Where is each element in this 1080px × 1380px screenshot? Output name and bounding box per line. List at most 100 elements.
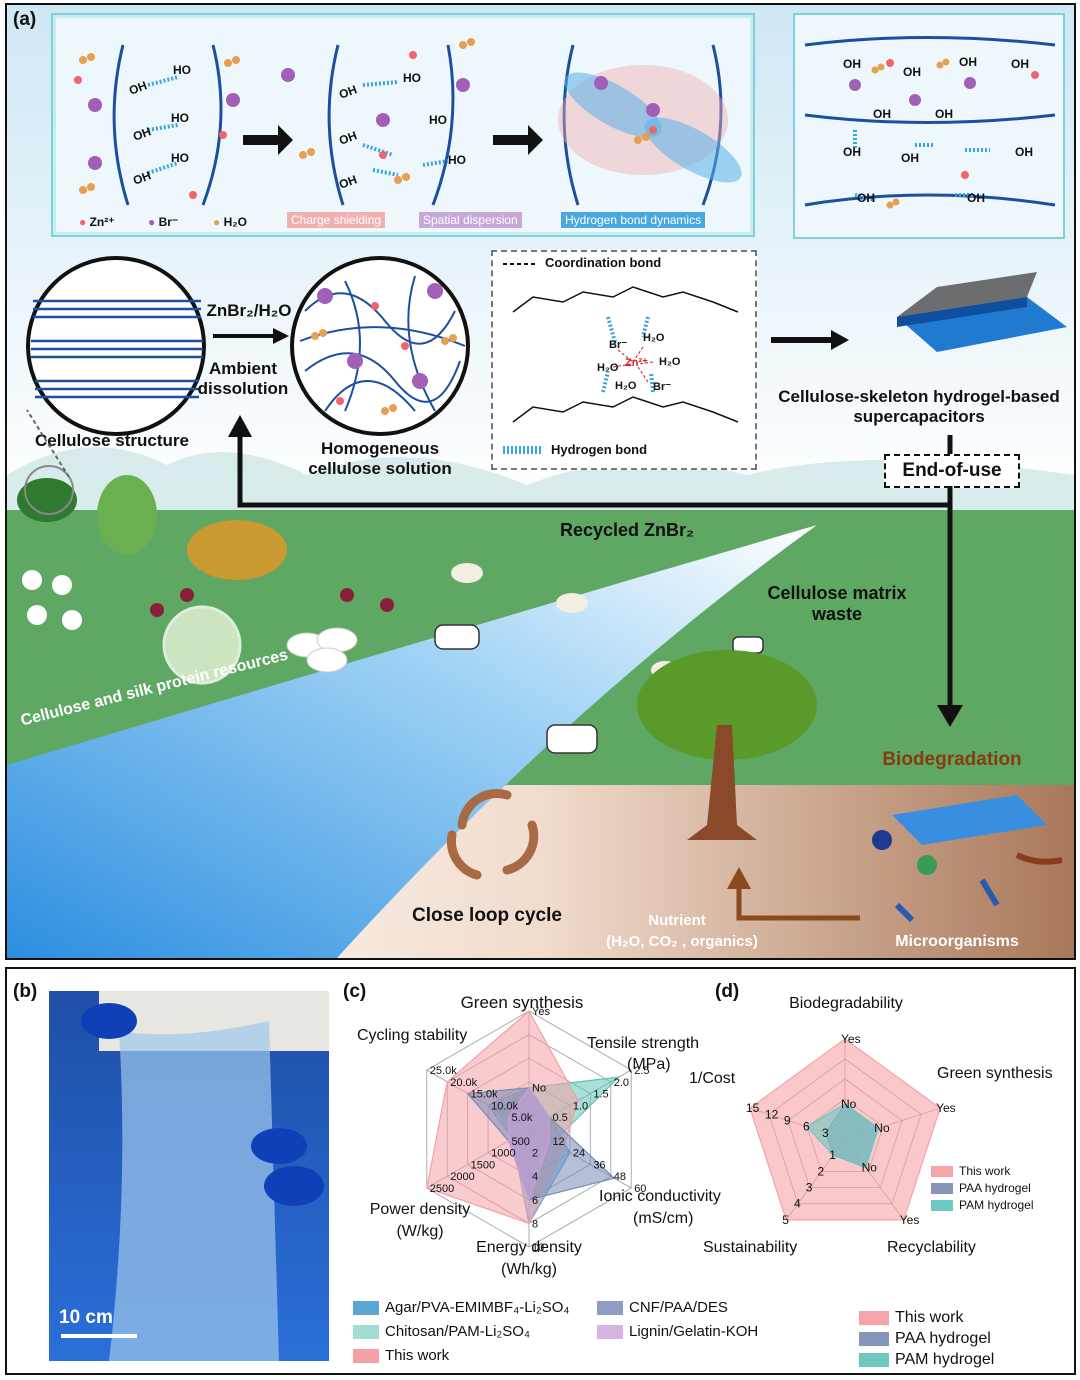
legend-c-agar-swatch <box>353 1301 379 1315</box>
radar-c-tick-label: 6 <box>532 1195 538 1207</box>
legend-c-cnf-text: CNF/PAA/DES <box>629 1299 728 1316</box>
legend-d-outer-this-work-swatch <box>859 1311 889 1325</box>
legend-d-inner-this-work: This work <box>931 1163 1033 1180</box>
axis-c-ionic: Ionic conductivity <box>599 1188 721 1206</box>
radar-d-tick-label: 3 <box>806 1181 813 1195</box>
legend-d-outer-paa-swatch <box>859 1332 889 1346</box>
axis-c-energy: Energy density <box>459 1239 599 1257</box>
radar-c-tick-label: 2500 <box>430 1183 454 1195</box>
radar-d-tick-label: No <box>874 1121 890 1135</box>
radar-c-tick-label: 500 <box>512 1136 530 1148</box>
microorganisms-label: Microorganisms <box>877 933 1037 951</box>
radar-c-tick-label: 5.0k <box>512 1112 533 1124</box>
legend-d-inner-paa-text: PAA hydrogel <box>959 1181 1031 1195</box>
biodegradation-label: Biodegradation <box>862 749 1042 771</box>
radar-c-tick-label: No <box>532 1083 546 1095</box>
panel-a: (a) OH HO OH HO OH HO HO HO <box>5 3 1076 960</box>
radar-c-tick-label: 4 <box>532 1171 538 1183</box>
radar-c-tick-label: 15.0k <box>471 1089 498 1101</box>
axis-d-sustainability: Sustainability <box>703 1239 797 1257</box>
axis-d-cost: 1/Cost <box>689 1070 735 1088</box>
radar-d-tick-label: Yes <box>900 1213 920 1227</box>
radar-c-tick-label: 36 <box>593 1159 605 1171</box>
legend-c-agar: Agar/PVA-EMIMBF₄-Li₂SO₄ <box>353 1299 570 1316</box>
radar-d-tick-label: Yes <box>936 1101 956 1115</box>
nutrient-label: Nutrient <box>617 912 737 929</box>
legend-c-lignin-swatch <box>597 1325 623 1339</box>
radar-d-tick-label: 9 <box>784 1113 791 1127</box>
bottom-panel: (b) 10 cm (c) NoYes0.51.01.52.02.5122436… <box>5 967 1076 1375</box>
axis-c-tensile-unit: (MPa) <box>627 1056 671 1074</box>
radar-d-tick-label: Yes <box>841 1032 861 1046</box>
legend-d-inner-this-work-swatch <box>931 1166 953 1177</box>
radar-c-tick-label: 2 <box>532 1148 538 1160</box>
radar-c-tick-label: 8 <box>532 1218 538 1230</box>
legend-d-inner-paa: PAA hydrogel <box>931 1180 1033 1197</box>
radar-d-tick-label: 4 <box>794 1197 801 1211</box>
legend-c-this-work: This work <box>353 1347 449 1364</box>
legend-c-this-work-swatch <box>353 1349 379 1363</box>
legend-d-inner-this-work-text: This work <box>959 1164 1010 1178</box>
legend-d-outer-this-work-text: This work <box>895 1309 963 1326</box>
legend-c-cnf: CNF/PAA/DES <box>597 1299 728 1316</box>
axis-c-green-synthesis: Green synthesis <box>437 993 607 1013</box>
legend-d-outer: This work PAA hydrogel PAM hydrogel <box>859 1307 994 1370</box>
legend-c-lignin-text: Lignin/Gelatin-KOH <box>629 1323 758 1340</box>
radar-c-tick-label: 12 <box>552 1136 564 1148</box>
close-loop-label: Close loop cycle <box>392 905 582 927</box>
panel-d-label: (d) <box>715 981 739 1003</box>
legend-d-inner: This work PAA hydrogel PAM hydrogel <box>931 1163 1033 1214</box>
nature-illustration <box>7 5 1074 958</box>
axis-c-power-unit: (W/kg) <box>355 1223 485 1241</box>
axis-c-power: Power density <box>355 1201 485 1219</box>
legend-d-outer-pam-swatch <box>859 1353 889 1367</box>
nutrient-detail-label: (H₂O, CO₂ , organics) <box>582 933 782 950</box>
axis-d-biodegradability: Biodegradability <box>771 995 921 1013</box>
radar-d-tick-label: No <box>862 1160 878 1174</box>
legend-c-lignin: Lignin/Gelatin-KOH <box>597 1323 758 1340</box>
legend-c-agar-text: Agar/PVA-EMIMBF₄-Li₂SO₄ <box>385 1299 570 1316</box>
radar-d-tick-label: 12 <box>765 1107 779 1121</box>
legend-d-outer-pam: PAM hydrogel <box>859 1349 994 1370</box>
radar-d-tick-label: 15 <box>746 1101 760 1115</box>
scale-bar-label: 10 cm <box>59 1307 113 1329</box>
radar-c-tick-label: 24 <box>573 1148 585 1160</box>
legend-c-chitosan-swatch <box>353 1325 379 1339</box>
axis-d-green-synthesis: Green synthesis <box>937 1065 1053 1083</box>
radar-c-tick-label: 1500 <box>471 1159 495 1171</box>
radar-c-tick-label: 25.0k <box>430 1065 457 1077</box>
panel-b-label: (b) <box>13 981 37 1003</box>
legend-d-inner-pam: PAM hydrogel <box>931 1197 1033 1214</box>
radar-c-tick-label: 1.0 <box>573 1100 588 1112</box>
legend-c-this-work-text: This work <box>385 1347 449 1364</box>
radar-c-tick-label: 1.5 <box>593 1089 608 1101</box>
legend-d-outer-paa: PAA hydrogel <box>859 1328 994 1349</box>
legend-d-outer-this-work: This work <box>859 1307 994 1328</box>
legend-d-outer-pam-text: PAM hydrogel <box>895 1351 994 1368</box>
radar-d-tick-label: 1 <box>829 1148 836 1162</box>
axis-d-recyclability: Recyclability <box>887 1239 976 1257</box>
radar-c-tick-label: 2000 <box>450 1171 474 1183</box>
hydrogel-photo <box>49 991 329 1361</box>
radar-c-tick-label: 1000 <box>491 1148 515 1160</box>
legend-c-chitosan-text: Chitosan/PAM-Li₂SO₄ <box>385 1323 530 1340</box>
radar-c-tick-label: 0.5 <box>552 1112 567 1124</box>
legend-c-chitosan: Chitosan/PAM-Li₂SO₄ <box>353 1323 530 1340</box>
axis-c-cycling: Cycling stability <box>357 1027 467 1045</box>
radar-d-tick-label: No <box>841 1097 857 1111</box>
legend-d-inner-pam-text: PAM hydrogel <box>959 1198 1033 1212</box>
legend-c-cnf-swatch <box>597 1301 623 1315</box>
legend-d-outer-paa-text: PAA hydrogel <box>895 1330 991 1347</box>
radar-c-tick-label: 20.0k <box>450 1077 477 1089</box>
legend-d-inner-pam-swatch <box>931 1200 953 1211</box>
axis-c-tensile: Tensile strength <box>587 1035 699 1053</box>
radar-c-tick-label: 10.0k <box>491 1100 518 1112</box>
radar-d-tick-label: 2 <box>817 1164 824 1178</box>
radar-c-tick-label: 48 <box>614 1171 626 1183</box>
radar-d-tick-label: 5 <box>782 1213 789 1227</box>
axis-c-energy-unit: (Wh/kg) <box>459 1261 599 1279</box>
radar-d-tick-label: 3 <box>822 1126 829 1140</box>
radar-c-tick-label: 2.0 <box>614 1077 629 1089</box>
legend-d-inner-paa-swatch <box>931 1183 953 1194</box>
